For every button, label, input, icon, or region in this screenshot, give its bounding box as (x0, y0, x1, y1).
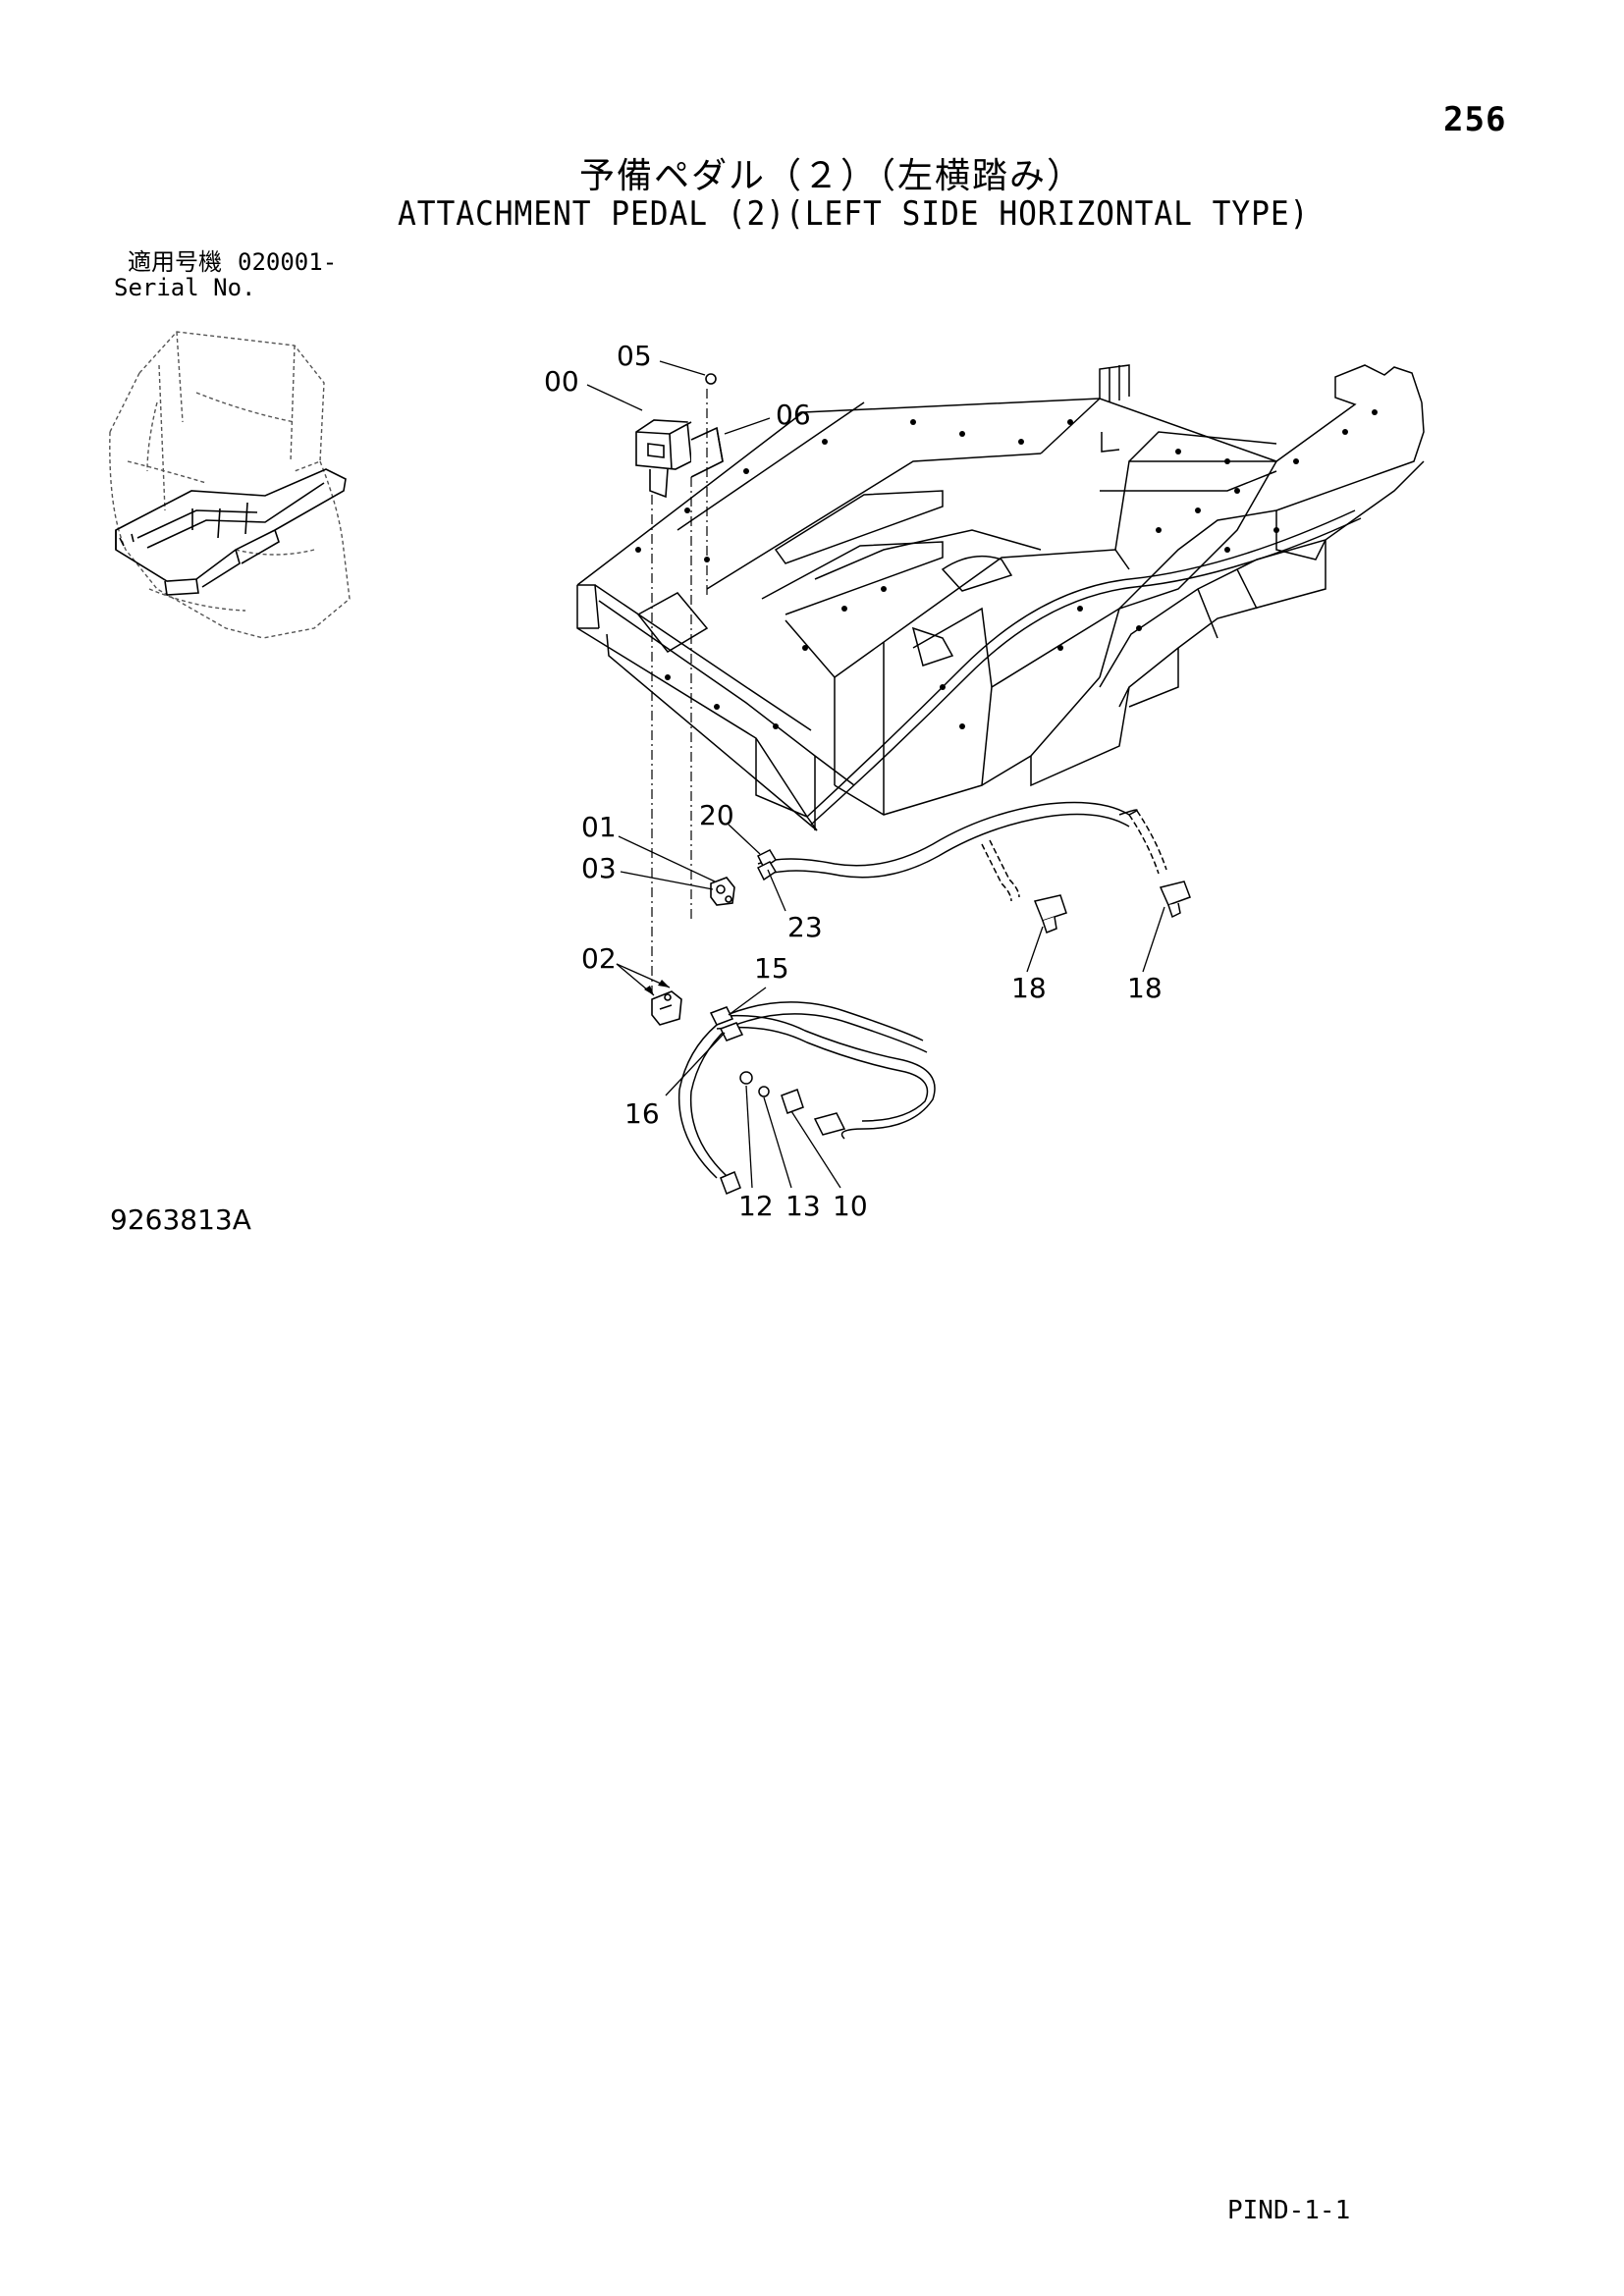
fittings-lower (709, 1006, 846, 1195)
callout-00: 00 (544, 365, 579, 398)
arrow-heads (644, 980, 670, 995)
callouts: 00 05 06 01 03 20 23 02 15 16 18 18 12 1… (544, 340, 1163, 1222)
drawing-number: 9263813A (110, 1203, 251, 1236)
callout-06: 06 (776, 399, 811, 431)
callout-01: 01 (581, 811, 617, 843)
callout-18-left: 18 (1011, 972, 1047, 1004)
install-guide-lines (651, 389, 708, 993)
pedal-valve-lower (651, 990, 682, 1026)
connectors-18 (1033, 881, 1191, 934)
callout-13: 13 (785, 1190, 821, 1222)
serial-value: 020001- (238, 248, 338, 276)
serial-label-japanese: 適用号機 (128, 248, 222, 276)
leader-lines (586, 360, 1165, 1189)
callout-02: 02 (581, 942, 617, 975)
page-number: 256 (1443, 100, 1507, 139)
callout-23: 23 (787, 911, 823, 943)
hose-set-lower (677, 1001, 936, 1179)
callout-16: 16 (624, 1097, 660, 1130)
thumbnail-floor-frame (115, 468, 347, 596)
callout-20: 20 (699, 799, 734, 831)
callout-10: 10 (833, 1190, 868, 1222)
serial-info: 適用号機 020001- Serial No. (114, 249, 337, 300)
page-title-japanese: 予備ペダル（２）（左横踏み） (579, 156, 1085, 196)
callout-15: 15 (754, 952, 789, 985)
fitting-10 (781, 1089, 804, 1114)
serial-label-english: Serial No. (114, 274, 256, 301)
pedal-valve-upper (710, 877, 735, 906)
page-code: PIND-1-1 (1227, 2196, 1351, 2225)
location-thumbnail (109, 331, 351, 639)
callout-12: 12 (738, 1190, 774, 1222)
floor-frame (576, 364, 1425, 831)
callout-05: 05 (617, 340, 652, 372)
bolt-05 (705, 373, 717, 385)
callout-18-right: 18 (1127, 972, 1163, 1004)
callout-03: 03 (581, 852, 617, 884)
page-title-english: ATTACHMENT PEDAL (2)(LEFT SIDE HORIZONTA… (398, 194, 1310, 234)
pedal-assembly (635, 373, 724, 499)
fitting-12 (739, 1071, 753, 1085)
hose-set-upper (756, 801, 1167, 902)
fitting-13 (758, 1086, 770, 1097)
